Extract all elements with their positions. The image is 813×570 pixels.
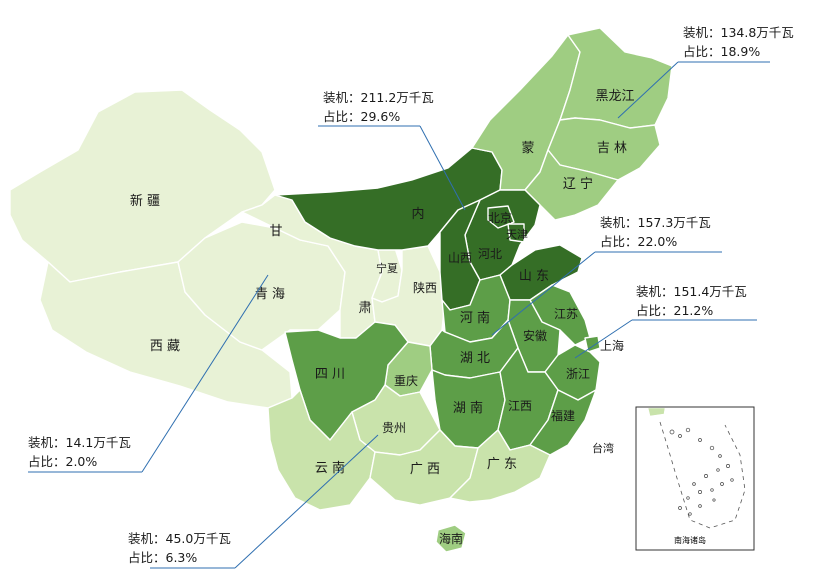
province-shanghai xyxy=(584,335,601,353)
leader-northeast-pointer xyxy=(617,61,679,119)
label-gansu-bottom: 肃 xyxy=(358,301,371,316)
province-tianjin xyxy=(507,223,525,243)
label-guizhou: 贵州 xyxy=(382,421,406,435)
label-shanxi: 山西 xyxy=(448,251,472,265)
inset-label: 南海诸岛 xyxy=(674,535,706,545)
callout-east-share: 占比：21.2% xyxy=(636,303,713,318)
label-liaoning: 辽 宁 xyxy=(563,176,593,192)
label-guangxi: 广 西 xyxy=(410,462,440,477)
inset-frame xyxy=(635,406,755,551)
leader-southwest-pointer xyxy=(234,434,379,569)
label-xizang: 西 藏 xyxy=(150,339,180,354)
label-hainan: 海南 xyxy=(439,531,463,546)
label-gansu-top: 甘 xyxy=(269,224,282,239)
callout-northeast-capacity: 装机：134.8万千瓦 xyxy=(683,25,794,40)
label-chongqing: 重庆 xyxy=(394,374,418,388)
leader-north-pointer xyxy=(419,125,466,211)
callout-north-share: 占比：29.6% xyxy=(323,109,400,124)
callout-north-capacity: 装机：211.2万千瓦 xyxy=(323,90,434,105)
callout-east-north-share: 占比：22.0% xyxy=(600,234,677,249)
callout-east-capacity: 装机：151.4万千瓦 xyxy=(636,284,747,299)
province-beijing xyxy=(487,205,515,229)
label-fujian: 福建 xyxy=(551,408,575,423)
label-ningxia: 宁夏 xyxy=(376,261,398,275)
province-hainan xyxy=(435,524,467,553)
label-guangdong: 广 东 xyxy=(487,457,517,472)
inset-landmass xyxy=(647,407,666,417)
label-shanghai: 上海 xyxy=(600,338,624,353)
province-taiwan xyxy=(593,421,613,476)
label-zhejiang: 浙江 xyxy=(566,367,590,381)
callout-northwest-share: 占比：2.0% xyxy=(28,454,97,469)
province-xizang xyxy=(39,261,293,409)
label-neimenggu-west: 内 xyxy=(411,206,424,222)
leader-east-north-pointer xyxy=(491,251,596,336)
label-hubei: 湖 北 xyxy=(460,351,490,366)
label-tianjin: 天津 xyxy=(506,228,528,241)
callout-northeast-share: 占比：18.9% xyxy=(683,44,760,59)
label-taiwan: 台湾 xyxy=(592,441,614,455)
leader-northwest-pointer xyxy=(141,274,269,473)
callout-northwest-capacity: 装机：14.1万千瓦 xyxy=(28,435,131,450)
label-jiangsu: 江苏 xyxy=(554,307,578,321)
province-labels: 新 疆 西 藏 青 海 甘 肃 宁夏 陕西 内 蒙 黑龙江 吉 林 辽 宁 北京… xyxy=(130,89,635,546)
label-jiangxi: 江西 xyxy=(508,399,532,413)
label-hunan: 湖 南 xyxy=(453,400,483,416)
label-shandong: 山 东 xyxy=(519,269,549,284)
label-shaanxi: 陕西 xyxy=(413,280,437,295)
label-anhui: 安徽 xyxy=(523,328,547,343)
province-heilongjiang xyxy=(559,27,673,129)
label-heilongjiang: 黑龙江 xyxy=(595,89,634,104)
label-beijing: 北京 xyxy=(488,211,512,225)
label-sichuan: 四 川 xyxy=(315,367,345,382)
callout-southwest-capacity: 装机：45.0万千瓦 xyxy=(128,531,231,546)
label-neimenggu-east: 蒙 xyxy=(521,141,534,156)
south-china-sea-inset: 南海诸岛 xyxy=(635,406,755,551)
label-qinghai: 青 海 xyxy=(255,287,285,302)
label-xinjiang: 新 疆 xyxy=(130,193,160,209)
leader-east-pointer xyxy=(574,319,633,359)
label-henan: 河 南 xyxy=(460,310,490,326)
label-jilin: 吉 林 xyxy=(597,141,627,156)
label-hebei: 河北 xyxy=(478,247,502,261)
province-guangdong xyxy=(449,429,551,503)
callout-lines xyxy=(28,61,770,569)
callout-east-north-capacity: 装机：157.3万千瓦 xyxy=(600,215,711,230)
callouts: 装机：134.8万千瓦 占比：18.9% 装机：211.2万千瓦 占比：29.6… xyxy=(28,25,794,565)
label-yunnan: 云 南 xyxy=(315,460,345,476)
inset-islands xyxy=(669,427,734,516)
callout-southwest-share: 占比：6.3% xyxy=(128,550,197,565)
